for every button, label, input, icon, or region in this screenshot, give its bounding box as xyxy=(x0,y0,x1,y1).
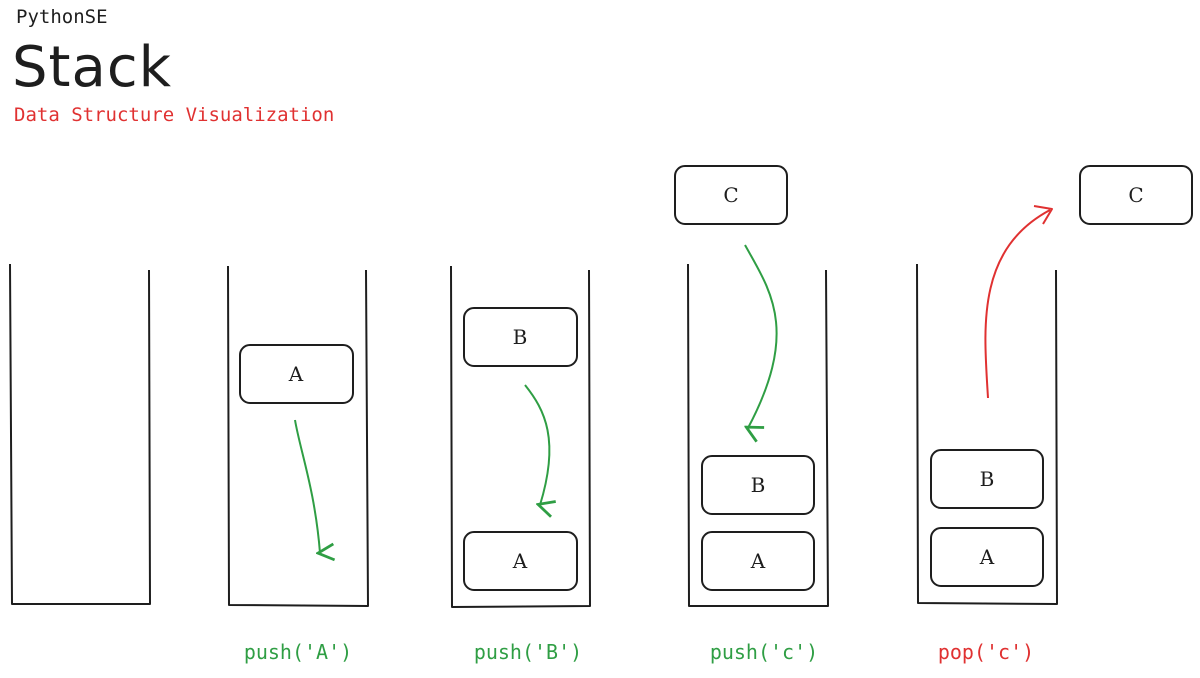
stack-box-a: A xyxy=(930,527,1044,587)
stack-box-a: A xyxy=(463,531,578,591)
stack-push-a: A xyxy=(227,265,369,607)
stack-box-a: A xyxy=(701,531,815,591)
operation-label-push-c: push('c') xyxy=(709,640,819,664)
box-label: C xyxy=(1128,183,1143,207)
stack-container xyxy=(450,265,591,608)
box-label: C xyxy=(723,183,738,207)
stack-box-b: B xyxy=(463,307,578,367)
stack-pop-c: B A C xyxy=(916,165,1193,605)
operation-label-push-b: push('B') xyxy=(473,640,583,664)
stack-container xyxy=(9,263,151,605)
push-arrow xyxy=(745,244,778,428)
push-arrow xyxy=(294,419,320,553)
popped-box-c: C xyxy=(1079,165,1193,225)
box-label: B xyxy=(751,473,766,497)
pop-arrow-head xyxy=(1033,205,1053,225)
stack-container xyxy=(916,263,1058,605)
stack-box-c: C xyxy=(674,165,788,225)
stack-box-b: B xyxy=(930,449,1044,509)
box-label: A xyxy=(750,549,766,573)
box-label: B xyxy=(980,467,995,491)
box-label: A xyxy=(979,545,995,569)
box-label: A xyxy=(288,362,304,386)
stack-container xyxy=(687,263,829,607)
brand-label: PythonSE xyxy=(16,6,108,28)
stack-empty xyxy=(9,263,151,605)
box-label: B xyxy=(513,325,528,349)
stack-push-c: C B A xyxy=(674,165,829,607)
stack-container xyxy=(227,265,369,607)
operation-label-push-a: push('A') xyxy=(243,640,353,664)
box-label: A xyxy=(512,549,528,573)
push-arrow xyxy=(524,384,549,505)
stack-box-b: B xyxy=(701,455,815,515)
stack-push-b: B A xyxy=(450,265,591,608)
page-title: Stack xyxy=(12,35,173,100)
stack-box-a: A xyxy=(239,344,354,404)
operation-label-pop-c: pop('c') xyxy=(937,640,1035,664)
pop-arrow xyxy=(984,209,1051,399)
page-subtitle: Data Structure Visualization xyxy=(14,104,335,126)
